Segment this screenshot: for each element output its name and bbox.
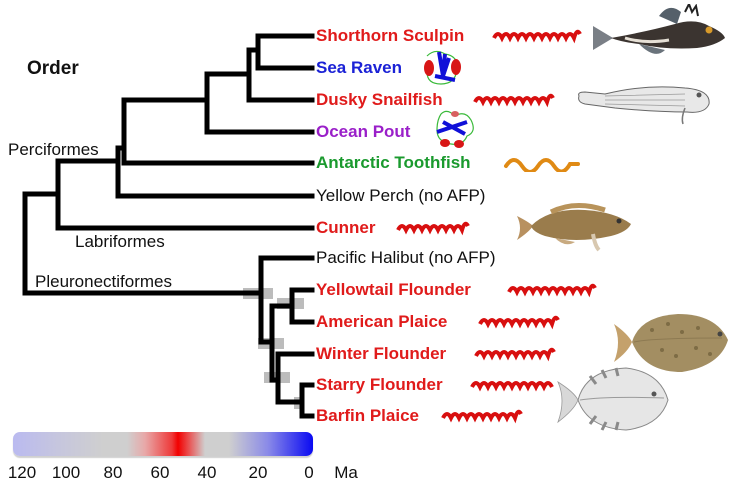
globular-afp-icon xyxy=(436,110,474,148)
helix-afp-icon xyxy=(478,315,560,330)
scale-tick-80: 80 xyxy=(103,463,123,482)
scale-tick-100: 100 xyxy=(51,463,81,482)
cunner-illustration xyxy=(517,203,631,252)
scale-tick-20: 20 xyxy=(248,463,268,482)
taxon-shorthorn-sculpin: Shorthorn Sculpin xyxy=(316,26,465,45)
tree-branches xyxy=(22,33,315,419)
taxon-starry-flounder: Starry Flounder xyxy=(316,375,443,394)
scale-tick-60: 60 xyxy=(150,463,170,482)
shorthorn-sculpin-illustration xyxy=(593,4,725,54)
order-heading: Order xyxy=(27,58,79,79)
helix-afp-icon xyxy=(396,221,470,236)
taxon-barfin-plaice: Barfin Plaice xyxy=(316,406,419,425)
taxon-cunner: Cunner xyxy=(316,218,376,237)
globular-afp-icon xyxy=(424,50,461,85)
scale-tick-40: 40 xyxy=(197,463,217,482)
taxon-sea-raven: Sea Raven xyxy=(316,58,402,77)
taxon-pacific-halibut: Pacific Halibut (no AFP) xyxy=(316,248,496,267)
helix-afp-icon xyxy=(492,29,582,44)
scale-tick-0: 0 xyxy=(304,463,314,482)
helix-afp-icon xyxy=(470,381,554,392)
taxon-yellow-perch: Yellow Perch (no AFP) xyxy=(316,186,486,205)
taxon-yellowtail-flounder: Yellowtail Flounder xyxy=(316,280,471,299)
helix-afp-icon xyxy=(441,409,523,424)
clade-label-labriformes: Labriformes xyxy=(75,232,165,251)
scale-unit-label: Ma xyxy=(334,463,358,482)
helix-afp-icon xyxy=(474,347,556,362)
taxon-american-plaice: American Plaice xyxy=(316,312,448,331)
dusky-snailfish-illustration xyxy=(578,86,710,125)
taxon-antarctic-toothfish: Antarctic Toothfish xyxy=(316,153,471,172)
divergence-time-color-scale xyxy=(13,432,313,456)
taxon-ocean-pout: Ocean Pout xyxy=(316,122,411,141)
coil-afgp-icon xyxy=(504,158,580,172)
clade-label-perciformes: Perciformes xyxy=(8,140,99,159)
taxon-winter-flounder: Winter Flounder xyxy=(316,344,447,363)
winter-flounder-illustration xyxy=(614,314,728,372)
taxon-dusky-snailfish: Dusky Snailfish xyxy=(316,90,443,109)
scale-tick-120: 120 xyxy=(7,463,37,482)
helix-afp-icon xyxy=(507,283,597,298)
helix-afp-icon xyxy=(473,93,555,108)
clade-label-pleuronectiformes: Pleuronectiformes xyxy=(35,272,173,291)
starry-flounder-illustration xyxy=(557,367,669,431)
